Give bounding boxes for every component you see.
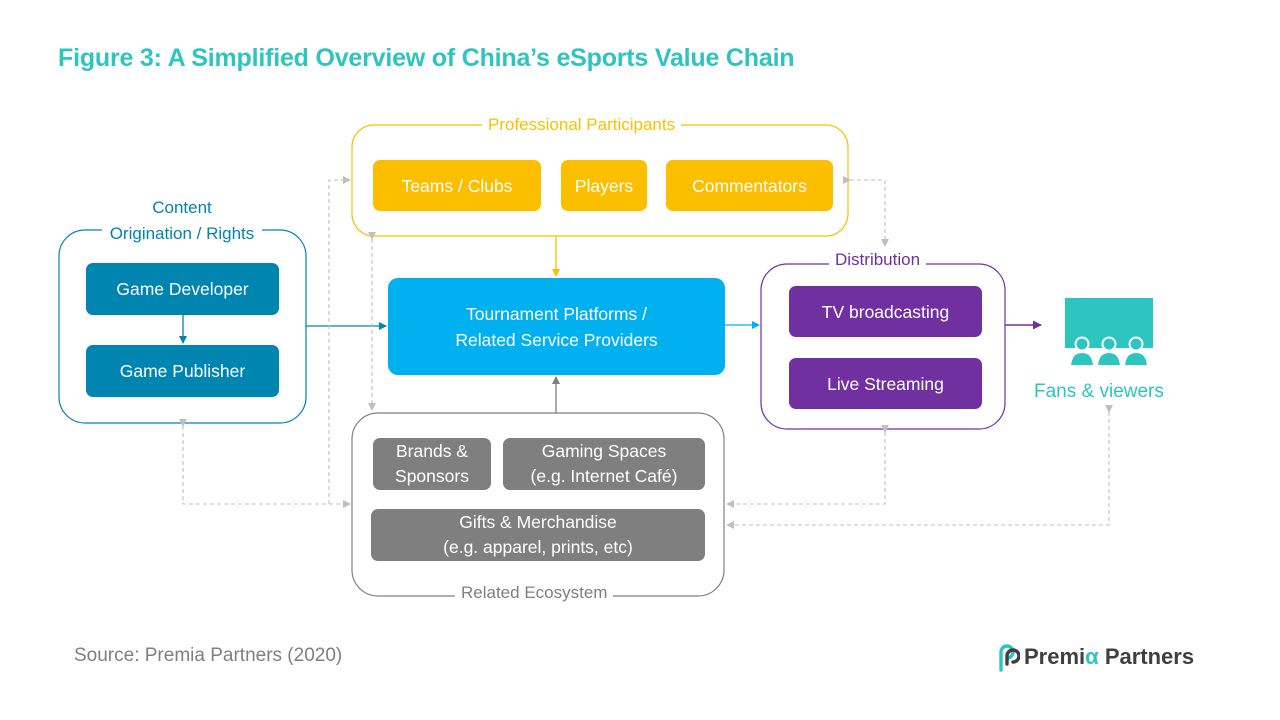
content-label-line1: Content — [152, 198, 212, 217]
game-publisher-box: Game Publisher — [86, 345, 279, 397]
logo-alpha: α — [1085, 644, 1099, 669]
ecosystem-group-label: Related Ecosystem — [455, 582, 614, 604]
spaces-line2: (e.g. Internet Café) — [530, 466, 678, 486]
tournament-line2: Related Service Providers — [455, 329, 658, 350]
tournament-platforms-box: Tournament Platforms / Related Service P… — [388, 278, 725, 375]
source-note: Source: Premia Partners (2020) — [74, 645, 343, 666]
content-ecosystem-dashed-link — [179, 419, 351, 508]
live-streaming-box: Live Streaming — [789, 358, 982, 409]
logo-word-partners: Partners — [1104, 644, 1195, 669]
distribution-group-label: Distribution — [829, 249, 927, 271]
fans-viewers-label: Fans & viewers — [1034, 381, 1164, 402]
participants-left-dashed-link — [328, 176, 351, 504]
premia-partners-logo: Premiα Partners — [994, 642, 1194, 672]
brands-sponsors-box: Brands & Sponsors — [373, 438, 491, 490]
tournament-line1: Tournament Platforms / — [466, 303, 647, 324]
brands-line1: Brands & — [396, 441, 468, 461]
content-label-line2: Origination / Rights — [102, 221, 262, 247]
players-box: Players — [561, 160, 647, 211]
game-developer-box: Game Developer — [86, 263, 279, 315]
participants-distribution-dashed-link — [843, 176, 889, 247]
tv-broadcasting-box: TV broadcasting — [789, 286, 982, 337]
fans-viewers-icon — [1065, 298, 1153, 367]
participants-group-label: Professional Participants — [482, 114, 682, 136]
premia-logo-icon — [999, 644, 1020, 672]
logo-text: Premiα Partners — [1024, 644, 1194, 670]
distribution-ecosystem-dashed-link — [726, 425, 889, 508]
logo-word-premi: Premi — [1024, 644, 1086, 669]
gaming-spaces-box: Gaming Spaces (e.g. Internet Café) — [503, 438, 705, 490]
gifts-line1: Gifts & Merchandise — [459, 512, 617, 532]
commentators-box: Commentators — [666, 160, 833, 211]
teams-clubs-box: Teams / Clubs — [373, 160, 541, 211]
figure-title: Figure 3: A Simplified Overview of China… — [58, 44, 795, 72]
gifts-line2: (e.g. apparel, prints, etc) — [443, 537, 633, 557]
spaces-line1: Gaming Spaces — [541, 441, 667, 461]
brands-line2: Sponsors — [395, 466, 469, 486]
fans-ecosystem-dashed-link — [726, 405, 1113, 529]
content-group-label: Content Origination / Rights — [96, 195, 268, 247]
gifts-merchandise-box: Gifts & Merchandise (e.g. apparel, print… — [371, 509, 705, 561]
